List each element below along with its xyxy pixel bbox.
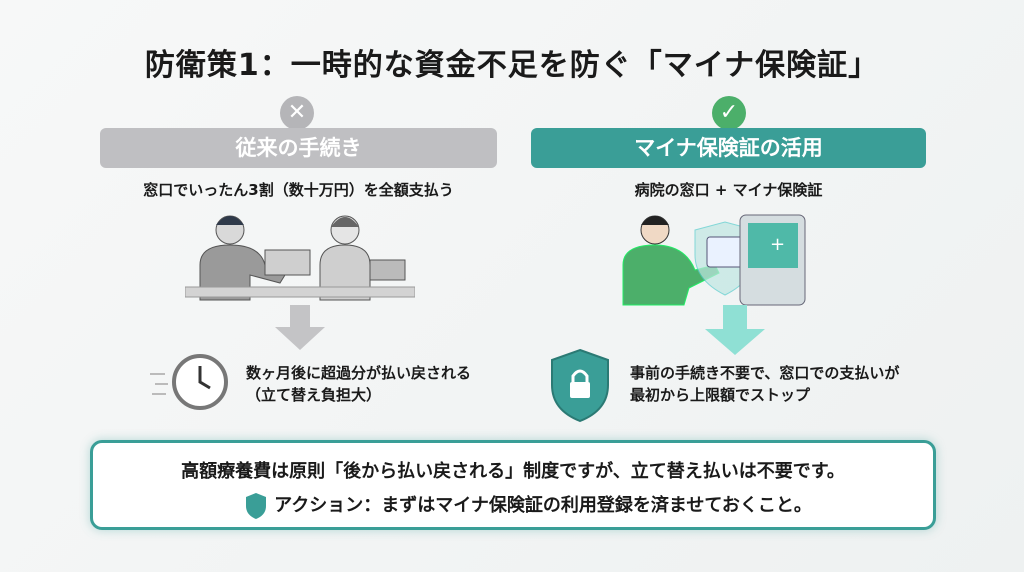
shield-puzzle-icon [246,493,267,519]
my-number-result: 事前の手続き不要で、窓口での支払いが 最初から上限額でストップ [630,362,899,406]
my-number-result-line: 最初から上限額でストップ [630,386,811,404]
summary-line-1: 高額療養費は原則「後から払い戻される」制度ですが、立て替え払いは不要です。 [181,461,845,482]
shield-lock-icon [551,348,609,423]
counter-payment-illustration [185,215,415,301]
page-title: 防衛策1：一時的な資金不足を防ぐ「マイナ保険証」 [144,48,880,83]
clock-icon [150,354,228,410]
arrow-down-icon [275,305,325,350]
card-reader-illustration: + [622,214,806,306]
conventional-result: 数ヶ月後に超過分が払い戻される （立て替え負担大） [246,362,471,406]
summary-action: アクション：まずはマイナ保険証の利用登録を済ませておくこと。 [274,495,812,516]
arrow-down-icon [705,305,765,355]
my-number-result-line: 事前の手続き不要で、窓口での支払いが [630,364,900,382]
conventional-result-line: 数ヶ月後に超過分が払い戻される [246,364,472,382]
conventional-subtitle: 窓口でいったん3割（数十万円）を全額支払う [143,181,454,199]
svg-text:+: + [770,234,785,255]
check-icon: ✓ [712,96,746,130]
summary-box: 高額療養費は原則「後から払い戻される」制度ですが、立て替え払いは不要です。 アク… [90,440,936,530]
cross-icon: ✕ [280,96,314,130]
my-number-subtitle: 病院の窓口 + マイナ保険証 [634,181,823,199]
my-number-card-banner: マイナ保険証の活用 [531,128,926,168]
conventional-procedure-banner: 従来の手続き [100,128,497,168]
conventional-result-line: （立て替え負担大） [246,386,382,404]
